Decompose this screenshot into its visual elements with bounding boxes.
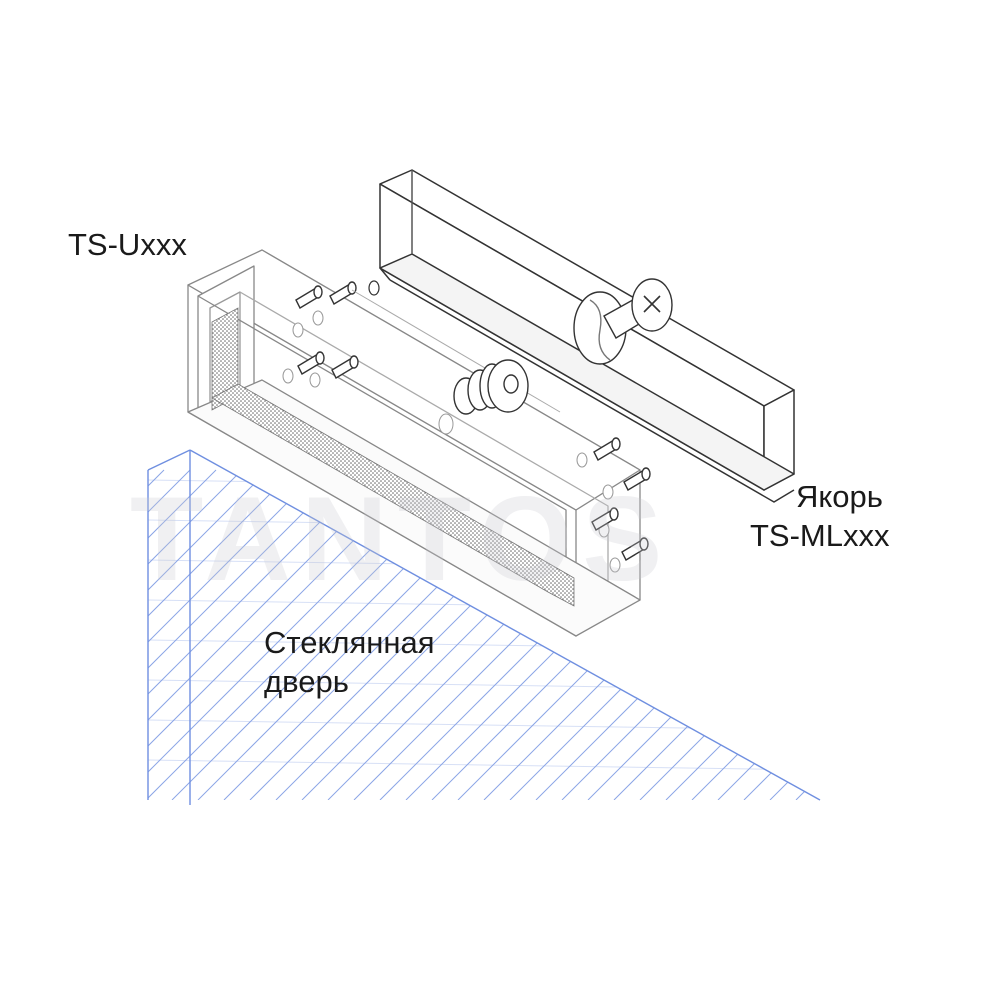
glass-hatch-line bbox=[0, 470, 138, 800]
glass-door-edges bbox=[147, 449, 821, 805]
mesh-gasket bbox=[211, 307, 575, 607]
glass-hatch-line bbox=[148, 469, 243, 800]
glass-hatch-line bbox=[978, 470, 1000, 800]
anchor-plate bbox=[379, 169, 795, 503]
watermark: TANTOS bbox=[130, 472, 673, 606]
glass-hatch-line bbox=[148, 469, 217, 800]
glass-grid-line bbox=[148, 679, 820, 691]
glass-hatch-line bbox=[0, 470, 34, 800]
glass-hatch-line bbox=[926, 470, 1000, 800]
door-label: Стеклянная дверь bbox=[264, 624, 435, 702]
anchor-label-line2: TS-MLxxx bbox=[750, 517, 890, 553]
glass-hatch-line bbox=[900, 470, 1000, 800]
glass-hatch-line bbox=[0, 470, 86, 800]
anchor-bolt bbox=[573, 278, 673, 365]
glass-hatch-line bbox=[0, 470, 8, 800]
bracket-label: TS-Uxxx bbox=[68, 227, 187, 262]
glass-hatch-line bbox=[0, 470, 60, 800]
anchor-label-line1: Якорь bbox=[796, 479, 883, 514]
door-label-line1: Стеклянная bbox=[264, 625, 435, 660]
glass-hatch-line bbox=[952, 470, 1000, 800]
bracket-holes bbox=[282, 310, 621, 573]
glass-grid-line bbox=[148, 759, 820, 771]
anchor-label: Якорь TS-MLxxx bbox=[750, 478, 890, 556]
glass-hatch-line bbox=[148, 469, 295, 800]
glass-hatch-line bbox=[148, 469, 373, 800]
glass-hatch-line bbox=[148, 469, 321, 800]
glass-hatch-line bbox=[0, 470, 112, 800]
glass-hatch-line bbox=[148, 469, 347, 800]
set-screws bbox=[295, 281, 651, 561]
anchor-pin bbox=[368, 280, 380, 296]
door-label-line2: дверь bbox=[264, 663, 349, 699]
washer-stack bbox=[453, 359, 529, 415]
glass-hatch-line bbox=[148, 469, 269, 800]
glass-hatch-line bbox=[874, 470, 1000, 800]
